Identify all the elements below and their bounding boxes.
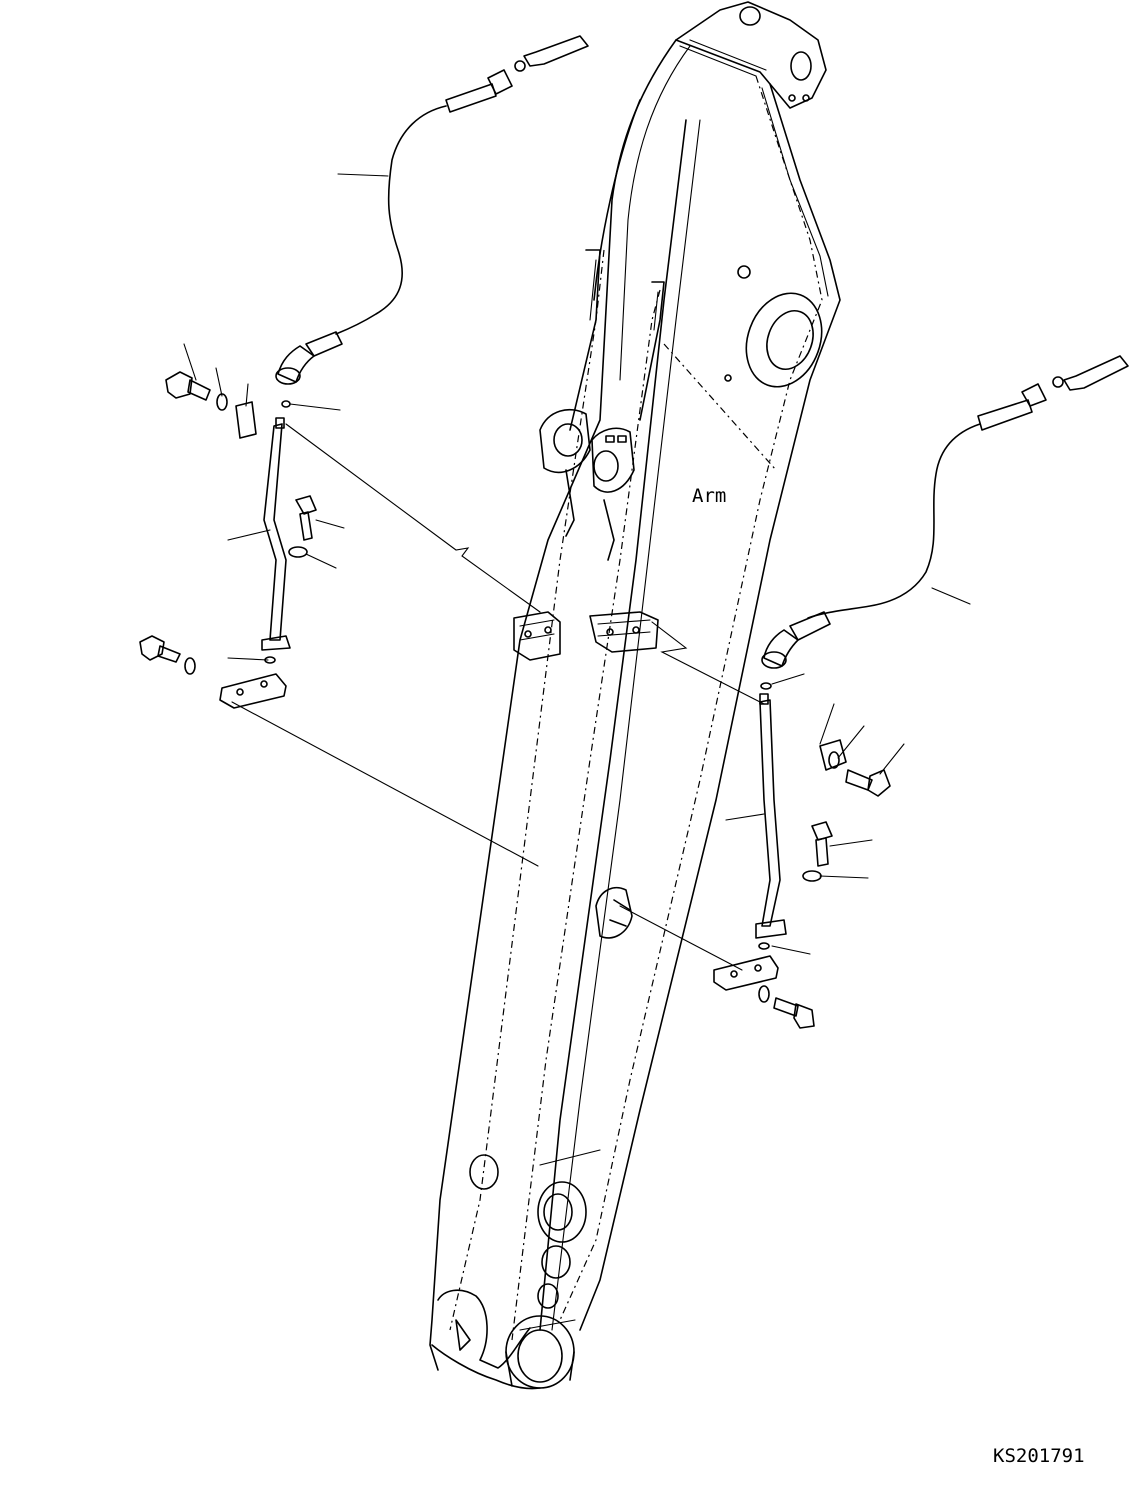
arm-label: Arm bbox=[692, 485, 726, 507]
right-tube bbox=[759, 699, 781, 927]
left-tube bbox=[263, 423, 287, 641]
left-mount-bolt-icon bbox=[295, 495, 317, 515]
right-adapter-icon bbox=[1063, 355, 1129, 391]
drawing-number: KS201791 bbox=[993, 1445, 1085, 1467]
left-clamp-icon bbox=[235, 401, 257, 439]
left-bolt-icon bbox=[165, 371, 193, 399]
right-clamp-icon bbox=[819, 739, 847, 771]
left-hose-fitting-upper bbox=[445, 83, 497, 113]
right-block-icon bbox=[713, 955, 779, 991]
arm-body bbox=[429, 1, 841, 1390]
left-adapter-icon bbox=[523, 35, 589, 67]
left-hose-assembly bbox=[139, 35, 589, 867]
left-block-icon bbox=[219, 673, 287, 709]
right-hose-assembly bbox=[619, 355, 1129, 1029]
